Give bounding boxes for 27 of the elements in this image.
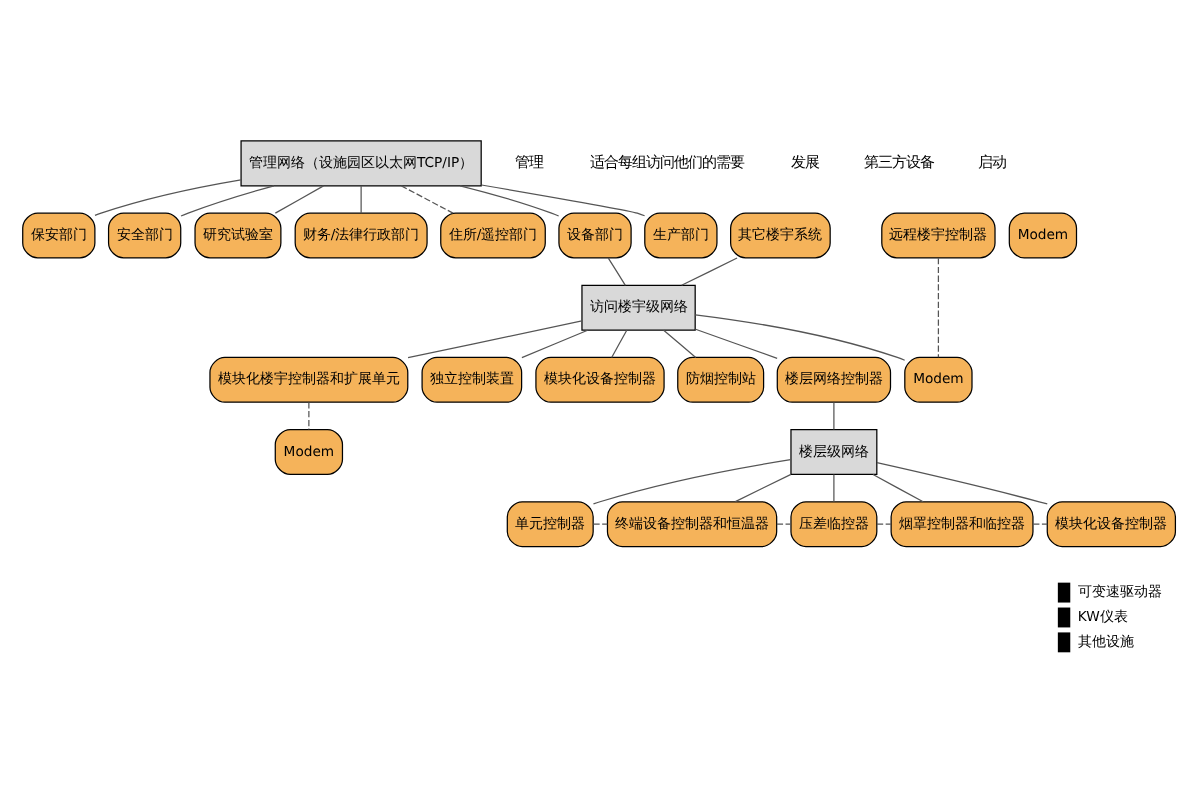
connector <box>407 319 583 358</box>
connector <box>663 328 697 358</box>
connector <box>1032 522 1048 524</box>
connector <box>681 256 738 285</box>
connector <box>607 256 626 285</box>
connector <box>180 184 275 216</box>
connector <box>480 183 646 216</box>
connector <box>274 184 325 213</box>
connector <box>876 522 892 524</box>
connector <box>872 472 924 502</box>
connector <box>459 184 560 216</box>
connector <box>776 522 792 524</box>
connector <box>734 472 792 502</box>
connector <box>360 184 362 213</box>
connector <box>94 178 242 215</box>
connector <box>694 313 906 360</box>
connector <box>521 328 589 358</box>
connector <box>876 461 1048 504</box>
connector <box>937 256 939 357</box>
connector <box>694 327 778 358</box>
connector <box>833 400 835 430</box>
connector <box>833 472 835 502</box>
connector <box>611 328 628 358</box>
connector <box>400 184 454 213</box>
connector <box>592 522 608 524</box>
connector <box>308 400 310 430</box>
connector <box>592 458 792 504</box>
